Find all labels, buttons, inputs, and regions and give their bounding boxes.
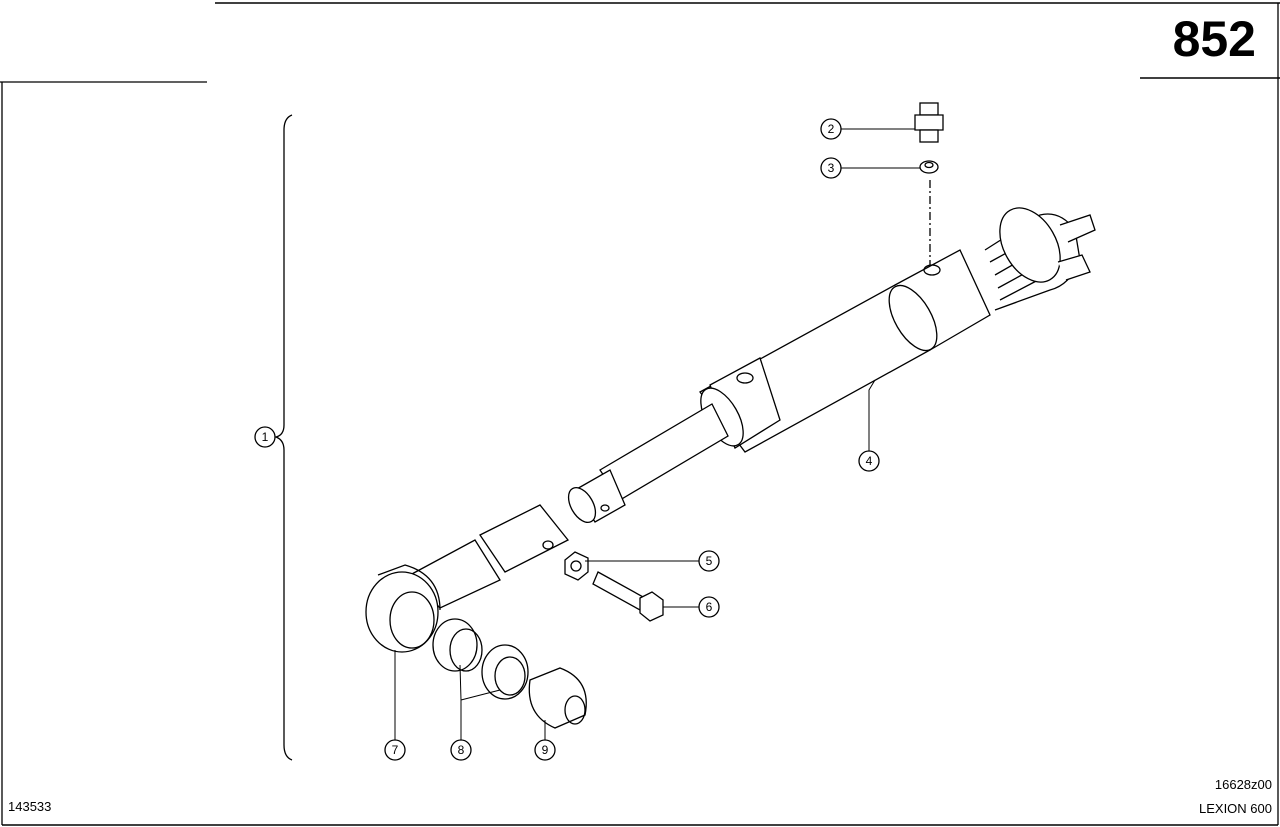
callout-label: 5 <box>706 554 713 568</box>
model-name: LEXION 600 <box>1199 801 1272 816</box>
callout-5: 5 <box>698 550 720 572</box>
callout-label: 6 <box>706 600 713 614</box>
callout-2: 2 <box>820 118 842 140</box>
callout-label: 4 <box>866 454 873 468</box>
drawing-code: 16628z00 <box>1214 777 1272 792</box>
leader-lines <box>394 128 920 740</box>
callout-label: 3 <box>828 161 835 175</box>
callout-7: 7 <box>384 739 406 761</box>
rod-eye-parts <box>365 504 664 729</box>
assembly-brace <box>273 114 293 761</box>
callout-label: 9 <box>542 743 549 757</box>
callout-label: 7 <box>392 743 399 757</box>
footer-left-code: 143533 <box>8 799 52 814</box>
callout-label: 1 <box>262 430 269 444</box>
callout-label: 8 <box>458 743 465 757</box>
page-number: 852 <box>1172 11 1256 67</box>
callout-9: 9 <box>534 739 556 761</box>
callout-3: 3 <box>820 157 842 179</box>
fitting-and-washer <box>914 102 944 174</box>
callout-6: 6 <box>698 596 720 618</box>
callout-8: 8 <box>450 739 472 761</box>
callout-label: 2 <box>828 122 835 136</box>
callout-4: 4 <box>858 450 880 472</box>
cylinder-body <box>567 180 1096 523</box>
callout-1: 1 <box>254 426 276 448</box>
